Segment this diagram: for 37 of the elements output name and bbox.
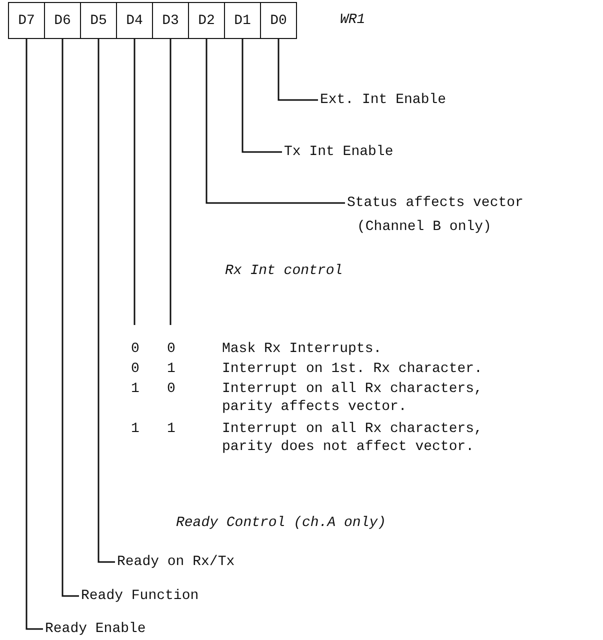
leader-line xyxy=(242,39,282,153)
mode-description: Interrupt on all Rx characters, parity does not affect vector. xyxy=(222,420,484,456)
mode-description: Interrupt on all Rx characters, parity affects vector. xyxy=(222,380,484,416)
bit-box: D1 xyxy=(224,2,261,39)
bit-value: 1 xyxy=(131,380,140,398)
leader-line xyxy=(98,39,115,563)
register-name: WR1 xyxy=(340,11,366,29)
field-description: Ready on Rx/Tx xyxy=(117,553,235,571)
bit-value: 1 xyxy=(131,420,140,438)
field-description: Ready Enable xyxy=(45,620,146,638)
bit-value: 0 xyxy=(131,340,140,358)
bit-value: 0 xyxy=(131,360,140,378)
section-heading: Rx Int control xyxy=(225,262,343,280)
bit-value: 1 xyxy=(167,360,176,378)
bit-box: D0 xyxy=(260,2,297,39)
bit-value: 1 xyxy=(167,420,176,438)
mode-description: Mask Rx Interrupts. xyxy=(222,340,382,358)
leader-line xyxy=(206,39,345,204)
bit-box: D7 xyxy=(8,2,45,39)
field-description: Tx Int Enable xyxy=(284,143,394,161)
field-description: Ext. Int Enable xyxy=(320,91,446,109)
field-description: Status affects vector (Channel B only) xyxy=(347,194,524,236)
bit-value: 0 xyxy=(167,380,176,398)
bit-box: D4 xyxy=(116,2,153,39)
bit-line xyxy=(134,39,136,325)
leader-line xyxy=(62,39,79,597)
mode-description: Interrupt on 1st. Rx character. xyxy=(222,360,482,378)
bit-box: D5 xyxy=(80,2,117,39)
bit-box: D3 xyxy=(152,2,189,39)
field-description: Ready Function xyxy=(81,587,199,605)
bit-value: 0 xyxy=(167,340,176,358)
bit-box: D6 xyxy=(44,2,81,39)
leader-line xyxy=(26,39,43,630)
bit-line xyxy=(170,39,172,325)
section-heading: Ready Control (ch.A only) xyxy=(176,514,386,532)
leader-line xyxy=(278,39,318,101)
bit-box: D2 xyxy=(188,2,225,39)
